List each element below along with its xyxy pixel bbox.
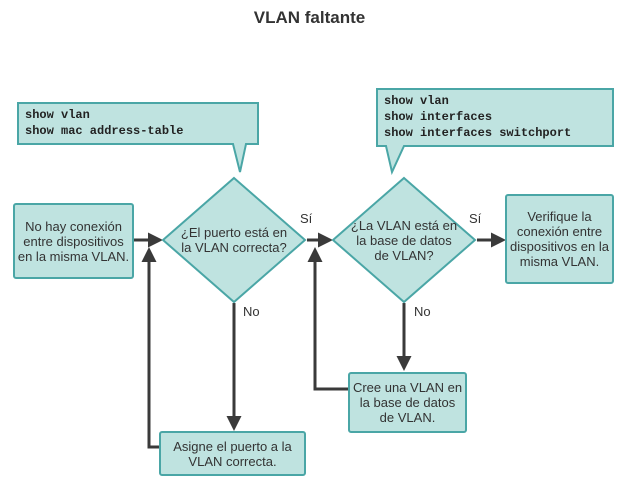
yes-label-1: Sí [300,211,313,226]
decision1-text: ¿El puerto está en la VLAN correcta? [180,225,288,255]
start-box: No hay conexión entre dispositivos en la… [13,203,134,279]
callout-left-line-1: show vlan [25,108,90,122]
callout-right-bubble [376,88,614,176]
end-box: Verifique la conexión entre dispositivos… [505,194,614,284]
arrow-create-back-to-decision2 [307,247,348,391]
yes-label-2: Sí [469,211,482,226]
decision2-text: ¿La VLAN está en la base de datos de VLA… [350,217,458,263]
arrow-assign-back-to-decision1 [141,247,159,449]
no-label-1: No [243,304,260,319]
callout-left-bubble [17,102,259,173]
decision2-diamond [331,176,477,304]
assign-port-box: Asigne el puerto a la VLAN correcta. [159,431,306,476]
callout-left-line-2: show mac address-table [25,124,184,138]
callout-right-line-1: show vlan [384,94,449,108]
no-label-2: No [414,304,431,319]
callout-right-line-3: show interfaces switchport [384,126,572,140]
callout-right-line-2: show interfaces [384,110,493,124]
create-vlan-box: Cree una VLAN en la base de datos de VLA… [348,372,467,433]
page-title: VLAN faltante [253,8,366,27]
decision1-diamond [161,176,307,304]
